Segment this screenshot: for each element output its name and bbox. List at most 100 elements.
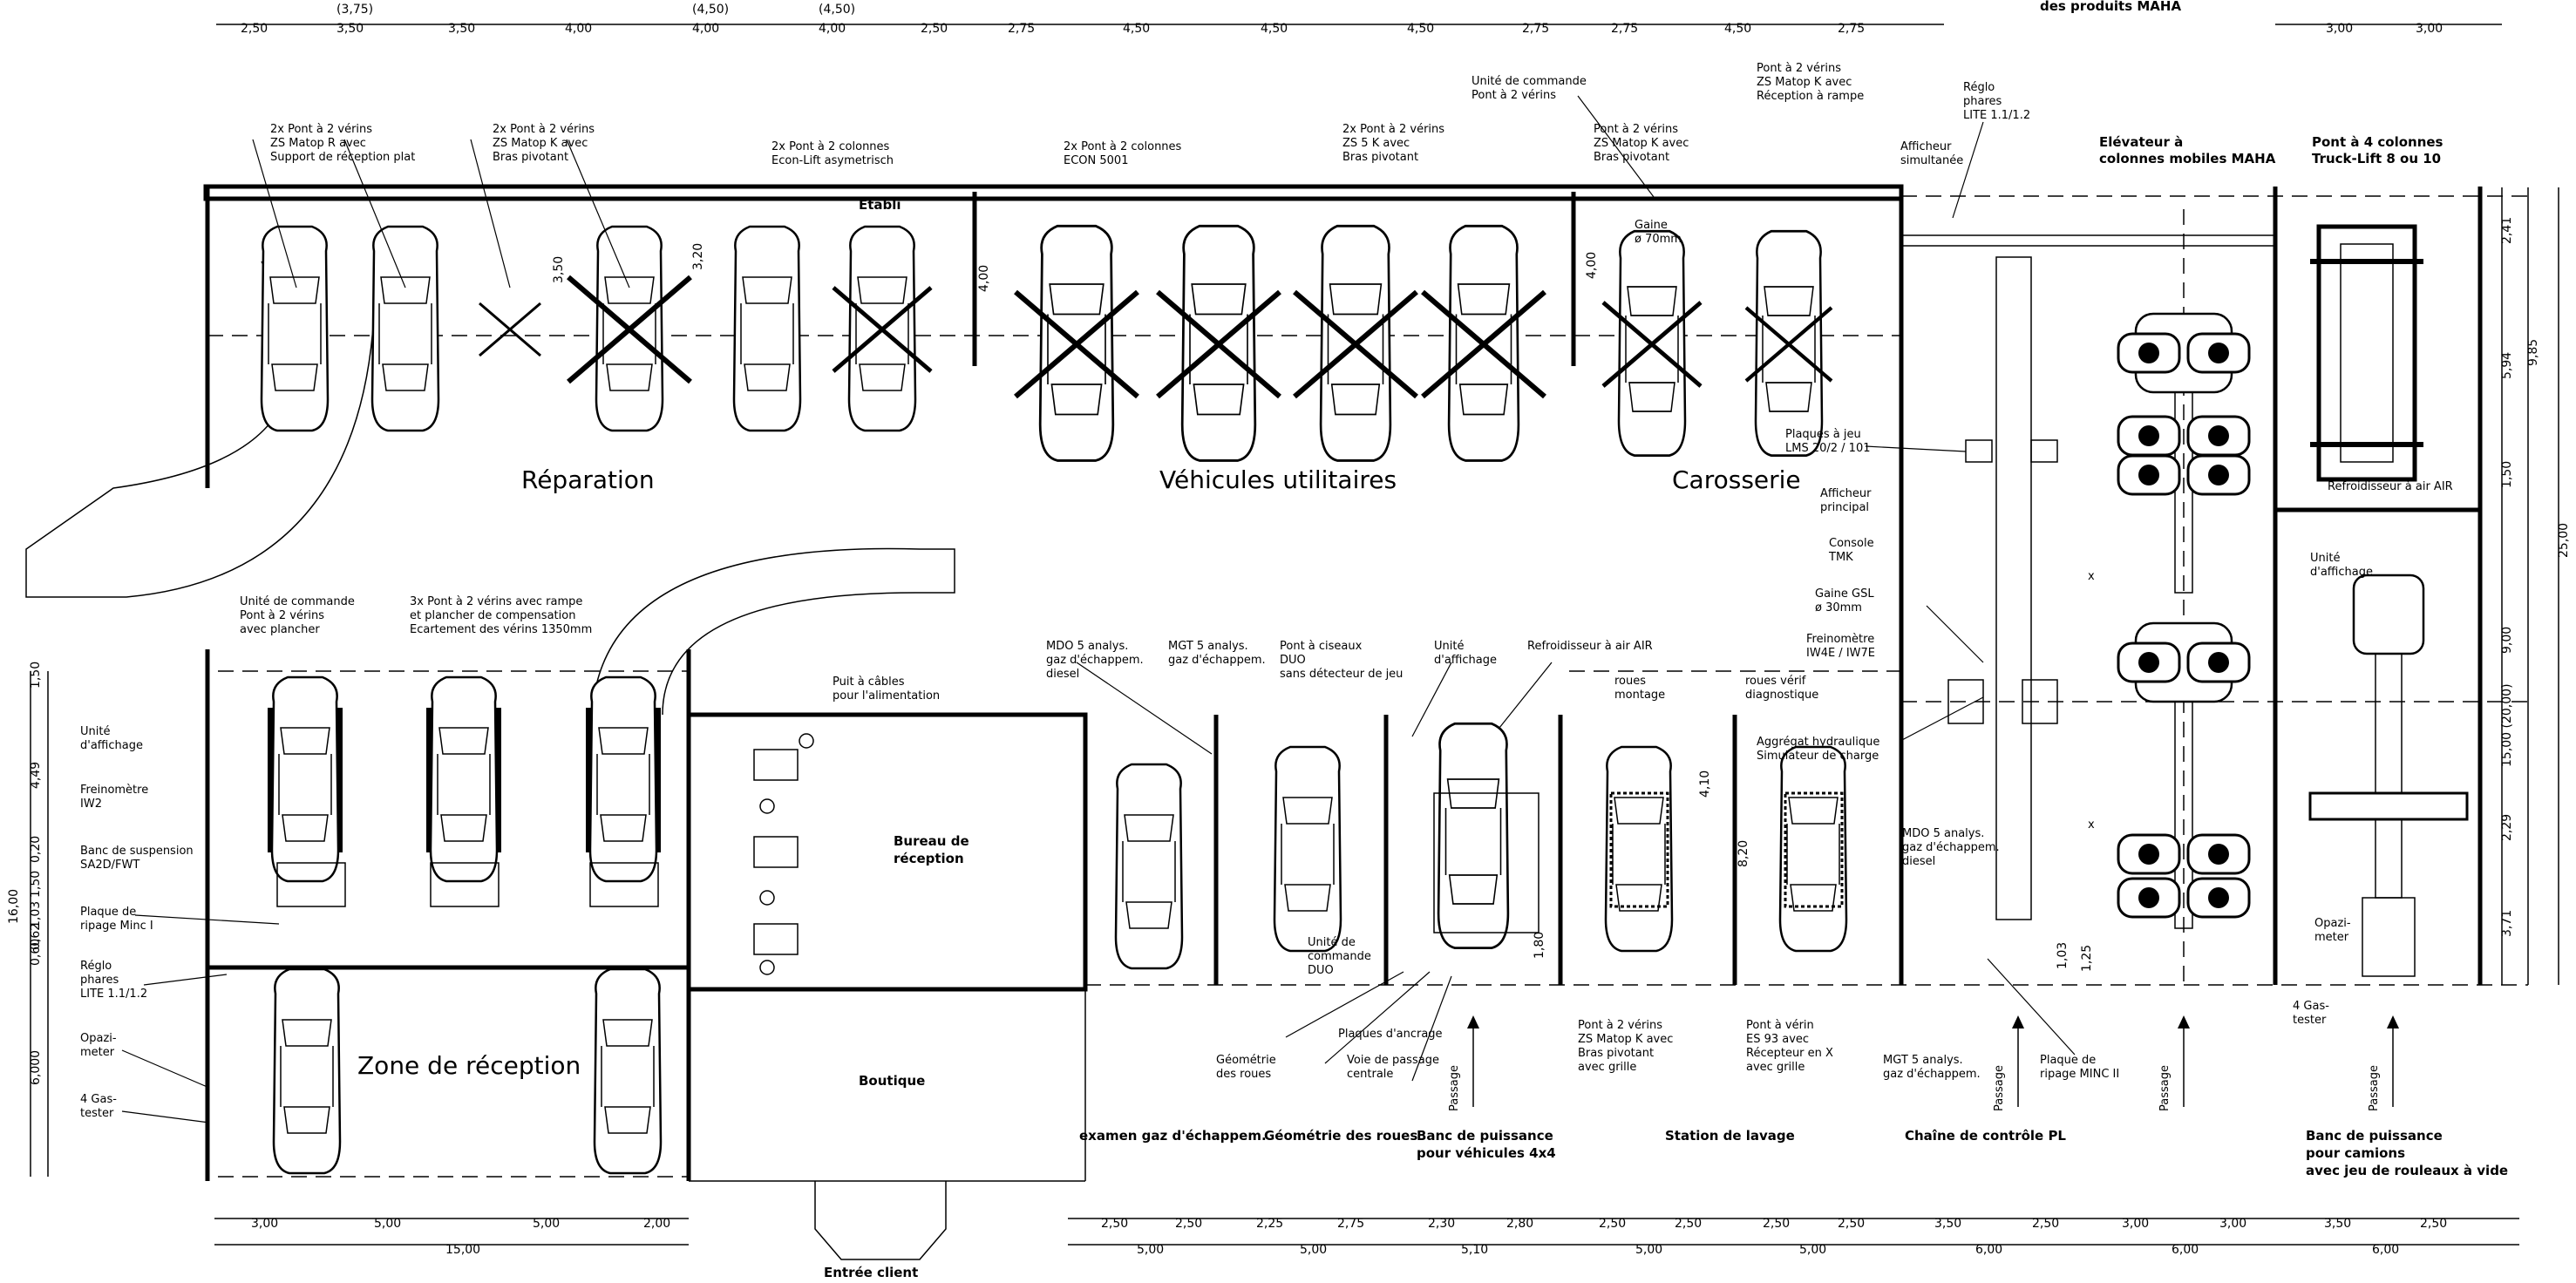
dim-180: 1,80 [1533, 932, 1546, 959]
label-gaine: Gaine [1635, 219, 1668, 232]
bureau-label-line: Bureau de [894, 833, 969, 849]
top-dim-value: 4,50 [1261, 22, 1288, 36]
zone-reparation: Réparation [521, 465, 655, 494]
label-ponts-rampe: Ecartement des vérins 1350mm [410, 623, 592, 636]
label-zs5k: ZS 5 K avec [1342, 137, 1410, 150]
label-ponts-rampe: et plancher de compensation [410, 609, 575, 622]
right-dim-value: 9,00 [2500, 627, 2514, 654]
label-mdo: diesel [1046, 668, 1079, 681]
label-pont-ciseaux: DUO [1280, 654, 1306, 667]
label-plaques-ancrage: Plaques d'ancrage [1338, 1028, 1443, 1041]
label-mdo-2: diesel [1902, 855, 1935, 868]
bottom-dim-value: 5,00 [1300, 1243, 1327, 1257]
bottom-dim-value: 3,00 [2219, 1217, 2246, 1231]
label-afficheur-principal: Afficheur [1820, 487, 1872, 500]
label-left-unite: d'affichage [80, 739, 143, 752]
bottom-dim-value: 5,00 [374, 1217, 401, 1231]
bottom-dim-value: 2,50 [1175, 1217, 1202, 1231]
label-left-opazi: meter [80, 1046, 115, 1059]
station-banc-4x4: Banc de puissance [1417, 1128, 1553, 1144]
bottom-dim-value: 3,50 [2324, 1217, 2351, 1231]
left-dim-value: 16,00 [7, 889, 21, 924]
label-pont-verin: Pont à vérin [1746, 1019, 1814, 1032]
label-mgt-2: MGT 5 analys. [1883, 1054, 1963, 1067]
label-econ-lift: 2x Pont à 2 colonnes [771, 140, 890, 153]
label-pont-grille: Pont à 2 vérins [1578, 1019, 1662, 1032]
bottom-dim-value: 5,10 [1461, 1243, 1488, 1257]
label-left-reglo: Réglo [80, 960, 112, 973]
label-econ-lift: Econ-Lift asymetrisch [771, 154, 894, 167]
label-mdo-2: MDO 5 analys. [1902, 827, 1984, 840]
label-unite-commande-plancher: Pont à 2 vérins [240, 609, 324, 622]
top-dim-value: 3,00 [2416, 22, 2443, 36]
label-unite-affichage: d'affichage [1434, 654, 1497, 667]
label-roues-montage: roues [1614, 675, 1646, 688]
dim-400-a: 4,00 [977, 265, 991, 292]
label-reglo-phares: LITE 1.1/1.2 [1963, 109, 2030, 122]
top-dim-value: 4,50 [1724, 22, 1751, 36]
zone-carosserie: Carosserie [1672, 465, 1801, 494]
label-left-banc: Banc de suspension [80, 845, 194, 858]
bottom-dim-value: 2,50 [1675, 1217, 1702, 1231]
label-x: x [2088, 818, 2095, 832]
label-unite-duo: DUO [1308, 964, 1334, 977]
bottom-dim-value: 3,00 [2122, 1217, 2149, 1231]
label-plaques-jeu: Plaques à jeu [1785, 428, 1861, 441]
label-gastester-2: 4 Gas- [2293, 1000, 2329, 1013]
label-left-gas: tester [80, 1107, 114, 1120]
right-dim-value: 1,50 [2500, 461, 2514, 488]
label-mgt: MGT 5 analys. [1168, 640, 1248, 653]
label-mdo-2: gaz d'échappem. [1902, 841, 2000, 854]
bottom-dim-value: 3,00 [251, 1217, 278, 1231]
label-gaine-gsl: Gaine GSL [1815, 587, 1874, 601]
truck-lift [2308, 224, 2469, 977]
label-pont-rampe: Réception à rampe [1757, 90, 1864, 103]
label-zs5k: Bras pivotant [1342, 151, 1418, 164]
car-top-2 [370, 225, 440, 432]
label-mdo: MDO 5 analys. [1046, 640, 1128, 653]
station-gaz: examen gaz d'échappem. [1079, 1128, 1267, 1144]
label-pont-ciseaux: sans détecteur de jeu [1280, 668, 1403, 681]
bottom-dim-value: 3,50 [1934, 1217, 1961, 1231]
label-ponts-rampe: 3x Pont à 2 vérins avec rampe [410, 595, 582, 608]
label-left-opazi: Opazi- [80, 1032, 117, 1045]
top-dim-value: (3,75) [336, 3, 373, 17]
label-left-gas: 4 Gas- [80, 1093, 117, 1106]
label-pont-matop-k: 2x Pont à 2 vérins [493, 123, 595, 136]
top-dim-value: 2,75 [1611, 22, 1638, 36]
label-reglo-phares: Réglo [1963, 81, 1995, 94]
top-dim-value: 3,50 [448, 22, 475, 36]
bureau-label: Bureau de réception [894, 833, 974, 866]
label-freinometre-iw4: IW4E / IW7E [1806, 647, 1875, 660]
label-voie-passage: Voie de passage [1347, 1054, 1439, 1067]
left-dim-value: 1,50 [29, 662, 43, 689]
car-top-1 [260, 225, 330, 432]
label-left-plaque: Plaque de [80, 906, 136, 919]
label-plaque-ripage-2: Plaque de [2040, 1054, 2096, 1067]
bottom-dim-value: 2,50 [1599, 1217, 1626, 1231]
entree-label: Entrée client [824, 1265, 918, 1280]
etabli-label: Etabli [859, 197, 901, 213]
label-elevateur: Elévateur à [2099, 134, 2183, 150]
bottom-dim-value: 5,00 [1799, 1243, 1826, 1257]
label-geometrie-roues: Géométrie [1216, 1054, 1276, 1067]
label-afficheur-simul: simultanée [1900, 154, 1963, 167]
right-dim-value: 2,41 [2500, 217, 2514, 244]
leader-lines [121, 95, 2076, 1123]
bottom-dim-value: 2,25 [1256, 1217, 1283, 1231]
label-pont-matop-k: Bras pivotant [493, 151, 568, 164]
label-left-unite: Unité [80, 725, 110, 738]
label-truck-lift: Truck-Lift 8 ou 10 [2312, 151, 2441, 166]
middle-row-vehicles [1114, 722, 1848, 970]
label-console: Console [1829, 537, 1874, 550]
station-banc-camions: avec jeu de rouleaux à vide [2306, 1163, 2508, 1178]
bottom-dim-value: 15,00 [445, 1243, 480, 1257]
label-mgt: gaz d'échappem. [1168, 654, 1266, 667]
truck-line [1947, 256, 2251, 929]
label-gaine: ø 70mm [1635, 233, 1682, 246]
office-desks [753, 733, 814, 975]
bottom-dim-value: 6,00 [2372, 1243, 2399, 1257]
label-pont-ciseaux: Pont à ciseaux [1280, 640, 1363, 653]
label-econ-5001: ECON 5001 [1064, 154, 1128, 167]
